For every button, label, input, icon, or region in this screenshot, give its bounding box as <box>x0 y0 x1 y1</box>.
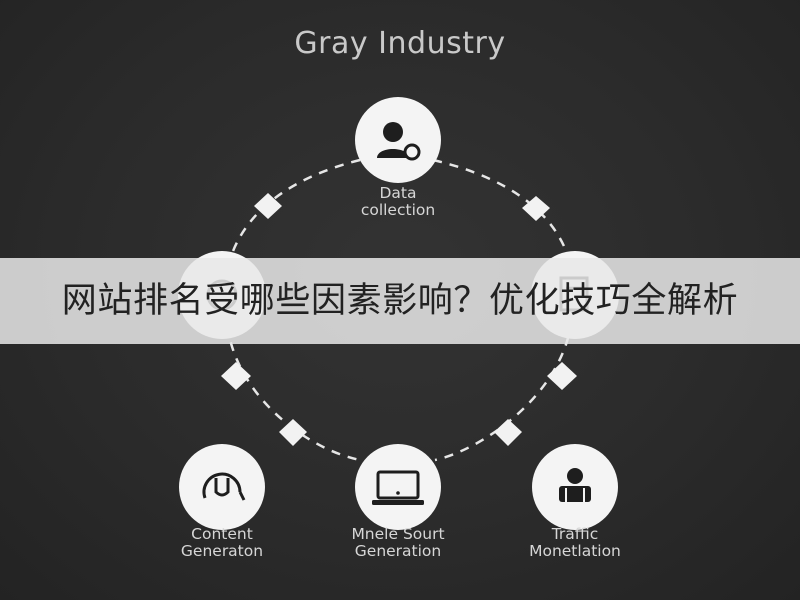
node-label-content-generation: Content Generaton <box>142 526 302 560</box>
node-label-traffic-monetization: Traffic Monetlation <box>495 526 655 560</box>
node-data-collection <box>355 97 441 183</box>
node-label-line: Monetlation <box>529 542 621 560</box>
user-icon <box>377 122 421 161</box>
diamond-marker-upper-left <box>254 193 282 219</box>
node-label-line: Generaton <box>180 542 264 560</box>
diamond-marker-lower-right <box>494 419 522 446</box>
node-label-source-generation: Mnele Sourt Generation <box>318 526 478 560</box>
cycle-dashed-path <box>432 158 576 462</box>
node-label-line: Generation <box>354 542 442 560</box>
diamond-marker-lower-left <box>279 419 307 446</box>
node-source-generation <box>355 444 441 530</box>
node-label-data-collection: Data collection <box>318 185 478 219</box>
node-label-line: Traffic <box>551 525 599 543</box>
diagram-title: Gray Industry <box>294 26 506 61</box>
node-label-line: collection <box>360 201 436 219</box>
diamond-marker-upper-right <box>522 196 550 221</box>
refresh-icon <box>202 472 246 501</box>
diamond-marker-mid-left <box>221 362 251 390</box>
banner-title: 网站排名受哪些因素影响？优化技巧全解析 <box>61 281 739 321</box>
laptop-icon <box>372 470 424 505</box>
node-traffic-monetization <box>532 444 618 530</box>
node-content-generation <box>179 444 265 530</box>
node-label-line: Data <box>379 184 417 202</box>
node-label-line: Content <box>191 525 253 543</box>
diamond-marker-mid-right <box>547 362 577 390</box>
person-icon <box>559 468 591 502</box>
title-banner: 网站排名受哪些因素影响？优化技巧全解析 <box>0 258 800 344</box>
node-label-line: Mnele Sourt <box>351 525 445 543</box>
